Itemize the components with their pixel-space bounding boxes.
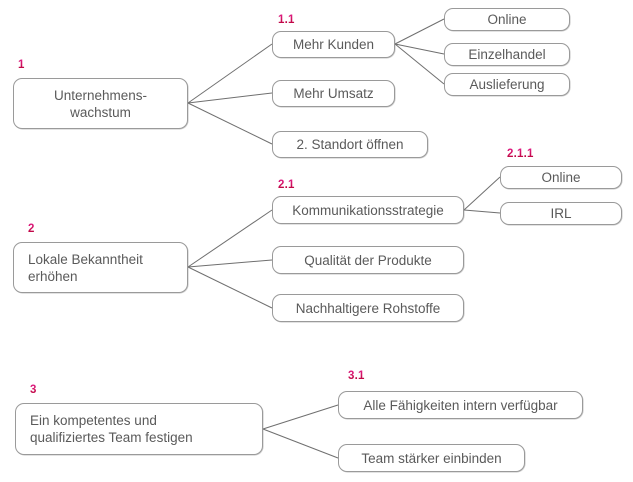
- diagram-node-n2-1-2[interactable]: IRL: [500, 202, 622, 225]
- connector-line: [262, 404, 339, 430]
- diagram-node-n1-3[interactable]: 2. Standort öffnen: [272, 131, 428, 158]
- diagram-node-n1-1-2[interactable]: Einzelhandel: [444, 43, 570, 66]
- connector-line: [394, 43, 445, 85]
- diagram-node-n1[interactable]: Unternehmens- wachstum: [13, 78, 188, 129]
- diagram-node-n3-1[interactable]: Alle Fähigkeiten intern verfügbar: [338, 391, 583, 419]
- connector-line: [187, 259, 273, 268]
- connector-line: [394, 18, 445, 45]
- node-label: Ein kompetentes und qualifiziertes Team …: [30, 413, 193, 445]
- diagram-node-n1-1-3[interactable]: Auslieferung: [444, 73, 570, 96]
- connector-line: [463, 176, 501, 211]
- node-index-label: 1.1: [278, 14, 295, 26]
- diagram-node-n1-1[interactable]: Mehr Kunden: [272, 31, 395, 58]
- node-label: Mehr Umsatz: [293, 86, 374, 101]
- node-label: 2. Standort öffnen: [296, 137, 404, 152]
- connector-line: [187, 92, 273, 104]
- node-label: Unternehmens- wachstum: [53, 87, 148, 120]
- node-label: Auslieferung: [469, 77, 545, 92]
- node-label: Online: [541, 170, 581, 185]
- node-index-label: 1: [18, 59, 25, 71]
- node-index-label: 2: [28, 223, 35, 235]
- diagram-node-n3[interactable]: Ein kompetentes und qualifiziertes Team …: [15, 403, 263, 455]
- node-label: Online: [487, 12, 527, 27]
- connector-line: [262, 428, 339, 459]
- connector-line: [187, 102, 273, 145]
- connector-line: [187, 43, 273, 104]
- node-label: Qualität der Produkte: [304, 252, 432, 268]
- node-label: Lokale Bekanntheit erhöhen: [28, 251, 143, 284]
- diagram-node-n3-2[interactable]: Team stärker einbinden: [338, 444, 525, 472]
- node-index-label: 2.1: [278, 179, 295, 191]
- node-label: IRL: [550, 206, 572, 221]
- connector-line: [187, 266, 273, 309]
- connector-line: [187, 209, 273, 268]
- node-label: Nachhaltigere Rohstoffe: [295, 300, 441, 316]
- node-index-label: 2.1.1: [507, 148, 534, 160]
- diagram-node-n2-1[interactable]: Kommunikationsstrategie: [272, 196, 464, 224]
- diagram-node-n2-2[interactable]: Qualität der Produkte: [272, 246, 464, 274]
- node-label: Team stärker einbinden: [361, 450, 502, 466]
- node-label: Einzelhandel: [468, 47, 546, 62]
- node-index-label: 3.1: [348, 370, 365, 382]
- diagram-node-n2[interactable]: Lokale Bekanntheit erhöhen: [13, 242, 188, 293]
- node-label: Kommunikationsstrategie: [292, 202, 444, 218]
- connector-line: [394, 43, 445, 55]
- diagram-node-n1-2[interactable]: Mehr Umsatz: [272, 80, 395, 107]
- node-label: Alle Fähigkeiten intern verfügbar: [363, 397, 558, 413]
- connector-line: [463, 209, 501, 214]
- diagram-node-n1-1-1[interactable]: Online: [444, 8, 570, 31]
- node-index-label: 3: [30, 384, 37, 396]
- diagram-node-n2-3[interactable]: Nachhaltigere Rohstoffe: [272, 294, 464, 322]
- diagram-node-n2-1-1[interactable]: Online: [500, 166, 622, 189]
- node-label: Mehr Kunden: [292, 37, 375, 52]
